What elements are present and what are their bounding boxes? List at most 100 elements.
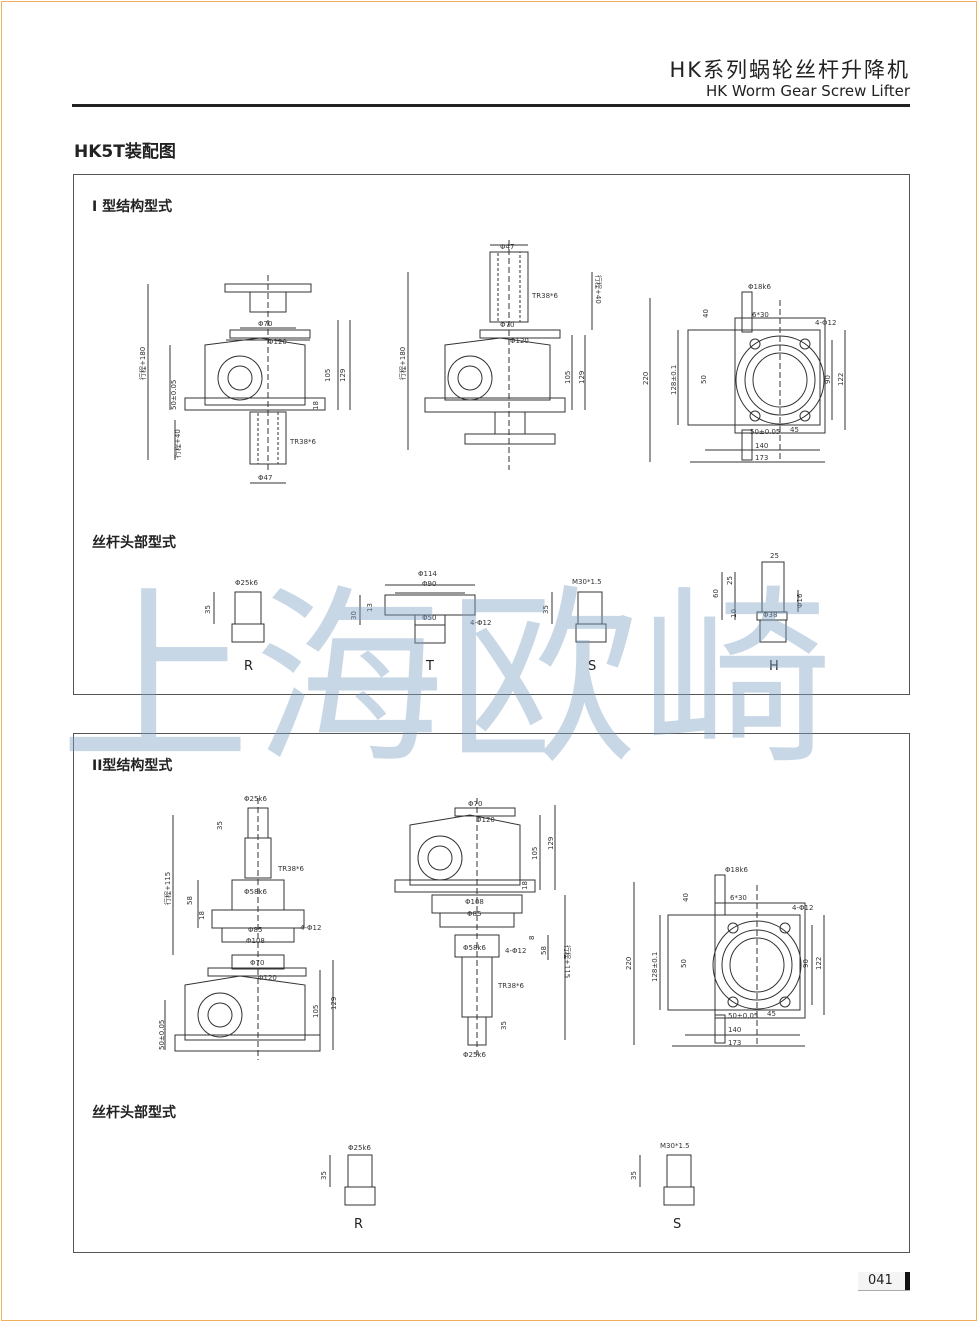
dim-text: 6*30 [730,894,747,902]
dim-text: 30 [350,611,358,620]
dim-text: 18 [198,911,206,920]
dim-text: 140 [728,1026,741,1034]
dim-text: Φ108 [246,937,265,945]
dim-text: Φ38 [763,611,777,619]
dim-text: Φ18k6 [748,283,771,291]
dim-text: TR38*6 [277,865,305,873]
drawing-type1-view-c [649,291,846,463]
dim-text: 35 [216,821,224,830]
dim-text: 173 [728,1039,741,1047]
dim-text: 58 [186,896,194,905]
header-title-cn: HK系列蜗轮丝杆升降机 [669,58,910,82]
dim-text: 40 [682,893,690,902]
head-label-s2: S [673,1217,682,1232]
dim-text: Φ70 [500,321,514,329]
dim-text: Φ25k6 [244,795,267,803]
dim-text: 129 [330,997,338,1010]
dim-text: Φ25k6 [348,1144,371,1152]
dim-text: 128±0.1 [670,365,678,395]
dim-text: 18 [312,401,320,410]
dim-text: 220 [625,957,633,970]
dim-text: 50±0.05 [158,1020,166,1050]
dim-text: 18 [521,881,529,890]
drawing-type2-view-c [633,874,825,1047]
dim-text: Φ120 [510,337,529,345]
header-rule [72,104,910,107]
head-s-drawing [551,591,607,643]
dim-text: 行程+40 [173,429,182,458]
dim-text: Φ47 [500,243,514,251]
drawing-type1-view-b [407,240,593,470]
dim-text: 35 [630,1171,638,1180]
head-t-drawing [359,584,476,644]
dim-text: Φ90 [422,580,436,588]
dim-text: Φ85 [467,910,481,918]
dim-text: 4-Φ12 [300,924,321,932]
head-r2-drawing [329,1154,376,1206]
head-h-drawing [721,561,799,643]
dim-text: 10 [730,609,738,618]
dim-text: 25 [726,576,734,585]
head-s2-drawing [639,1154,695,1206]
dim-text: 4-Φ12 [505,947,526,955]
dim-text: Φ120 [258,974,277,982]
dim-text: Φ50 [422,614,436,622]
dim-text: Φ47 [258,474,272,482]
page-number-bar [905,1272,910,1290]
dim-text: 6*30 [752,311,769,319]
dim-text: 60 [712,589,720,598]
dim-text: 90 [802,959,810,968]
page-title: HK5T装配图 [74,142,176,162]
dim-text: 129 [547,837,555,850]
header-title-en: HK Worm Gear Screw Lifter [706,82,910,100]
dim-text: 50 [680,959,688,968]
drawing-type1-view-a [147,275,351,484]
dim-text: TR38*6 [497,982,525,990]
dim-text: 4-Φ12 [815,319,836,327]
dim-text: 行程+40 [594,275,603,304]
dim-text: 行程+115 [163,872,172,905]
dim-text: 105 [564,371,572,384]
page-number-box: 041 [858,1272,910,1291]
head-label-h: H [769,659,779,674]
section-heads-title-2: 丝杆头部型式 [92,1105,176,1121]
dim-text: M30*1.5 [572,578,602,586]
dim-text: 13 [366,603,374,612]
dim-text: Φ70 [468,800,482,808]
dim-text: 220 [642,372,650,385]
dim-text: 45 [767,1010,776,1018]
dim-text: Φ120 [476,816,495,824]
drawing-type2-view-b [394,798,566,1055]
dim-text: 25 [770,552,779,560]
section-title-type-1: I 型结构型式 [92,199,173,215]
dim-text: 50±0.05 [750,428,780,436]
dim-text: 行程+180 [138,347,147,380]
dim-text: M30*1.5 [660,1142,690,1150]
dim-text: 122 [815,957,823,970]
dim-text: 122 [837,373,845,386]
dim-text: 行程+115 [563,945,572,978]
dim-text: 35 [204,605,212,614]
dim-text: 105 [531,847,539,860]
dim-text: 35 [542,605,550,614]
section-heads-title-1: 丝杆头部型式 [92,535,176,551]
dim-text: Φ114 [418,570,437,578]
dim-text: 58 [540,946,548,955]
dim-text: 129 [578,371,586,384]
dim-text: Φ58k6 [244,888,267,896]
dim-text: 35 [320,1171,328,1180]
drawing-type2-view-a [164,798,334,1060]
dim-text: 8 [528,936,536,940]
dim-text: 4-Φ12 [470,619,491,627]
dim-text: 50±0.05 [728,1012,758,1020]
head-label-r2: R [354,1217,364,1232]
dim-text: Φ16 [796,593,804,608]
dim-text: 45 [790,426,799,434]
dim-text: 105 [324,369,332,382]
dim-text: 173 [755,454,768,462]
dim-text: 128±0.1 [651,952,659,982]
dim-text: TR38*6 [289,438,317,446]
dim-text: Φ25k6 [235,579,258,587]
dim-text: 105 [312,1005,320,1018]
